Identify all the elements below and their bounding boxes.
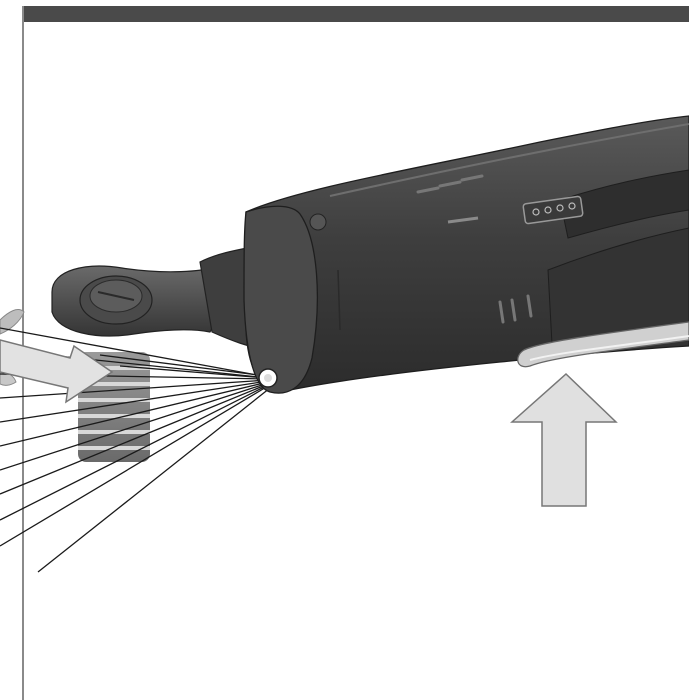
battery-indicator <box>522 195 584 225</box>
workpiece-fragment <box>0 309 25 335</box>
page-header-band <box>22 6 689 22</box>
ratchet-head-icon <box>51 265 229 337</box>
led-light-icon <box>258 368 278 388</box>
press-direction-arrow-icon <box>510 372 618 507</box>
tool-body <box>243 115 689 394</box>
led-light-rays <box>0 327 271 573</box>
trigger-switch-icon <box>517 321 689 368</box>
light-direction-arrow-icon <box>0 339 114 404</box>
